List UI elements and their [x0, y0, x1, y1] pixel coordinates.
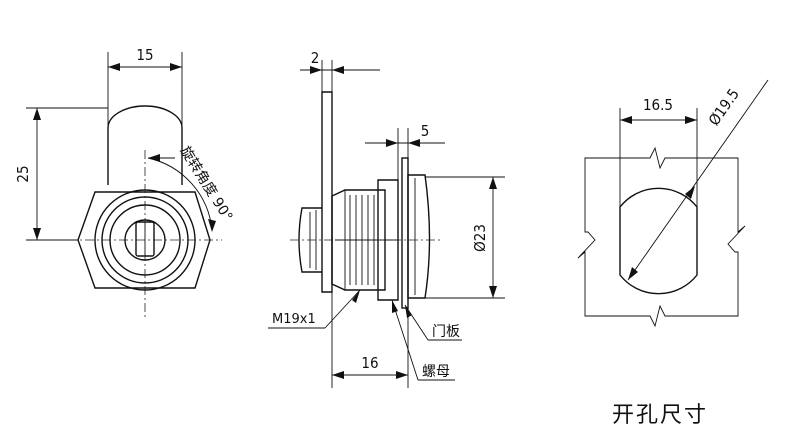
front-flange [407, 174, 431, 299]
cutout-hole [619, 187, 698, 295]
side-view: 2 5 Ø23 M19x1 16 门板 [268, 49, 505, 388]
cutout-diameter-dim: Ø19.5 [705, 85, 743, 129]
front-height-dim: 25 [14, 165, 32, 182]
nut-width-dim: 5 [421, 122, 430, 140]
panel-outline [577, 146, 746, 328]
door-panel [401, 157, 409, 309]
length-dim: 16 [361, 354, 378, 372]
cutout-view: 16.5 Ø19.5 [577, 79, 769, 328]
plate-thickness-dim: 2 [311, 49, 320, 67]
cam-arm [107, 105, 183, 185]
nut [377, 179, 399, 301]
flange-diameter-dim: Ø23 [471, 224, 489, 252]
cam-screw [298, 207, 322, 273]
thread-label: M19x1 [272, 312, 316, 327]
cam-plate [321, 91, 333, 293]
door-panel-label: 门板 [432, 324, 460, 340]
front-view: 15 25 旋转角度 90° [14, 46, 235, 320]
cutout-title: 开孔尺寸 [612, 403, 708, 428]
rotation-note: 旋转角度 90° [177, 144, 236, 225]
nut-label: 螺母 [422, 364, 450, 380]
cutout-width-dim: 16.5 [643, 96, 673, 114]
front-width-dim: 15 [136, 46, 153, 64]
